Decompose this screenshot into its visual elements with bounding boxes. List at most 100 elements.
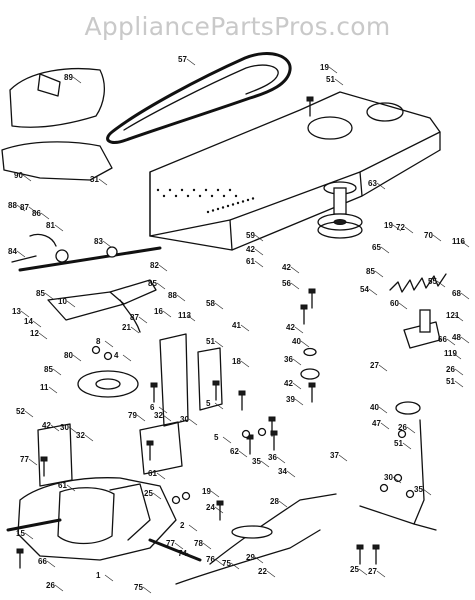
callout-54: 54 [360, 285, 369, 294]
callout-113: 113 [178, 311, 191, 320]
callout-leader [22, 174, 32, 182]
callout-72: 72 [396, 223, 405, 232]
bolt-head [216, 500, 224, 506]
callout-31: 31 [90, 175, 99, 184]
callout-leader [254, 260, 264, 268]
frame-hole [234, 194, 238, 198]
callout-12: 12 [30, 329, 39, 338]
callout-35: 35 [414, 485, 423, 494]
frame-hole [228, 188, 232, 192]
frame-hole [206, 210, 210, 214]
callout-16: 16 [154, 307, 163, 316]
callout-27: 27 [370, 361, 379, 370]
callout-40: 40 [292, 337, 301, 346]
callout-leader [460, 336, 470, 344]
callout-leader [210, 490, 220, 498]
frame-cutout-right [366, 102, 404, 122]
bolt-head [212, 380, 220, 386]
callout-leader [452, 352, 462, 360]
callout-88: 88 [8, 201, 17, 210]
frame-hole [186, 194, 190, 198]
callout-75: 75 [222, 559, 231, 568]
callout-leader [278, 500, 288, 508]
control-rod-cross [359, 505, 415, 525]
callout-leader [152, 492, 162, 500]
callout-85: 85 [366, 267, 375, 276]
callout-19: 19 [202, 487, 211, 496]
callout-leader [122, 354, 132, 362]
callout-81: 81 [46, 221, 55, 230]
callout-leader [266, 570, 276, 578]
callout-63: 63 [368, 179, 377, 188]
callout-19: 19 [384, 221, 393, 230]
frame-cutout-left [307, 116, 353, 140]
left-bracket-plate [37, 423, 73, 487]
callout-leader [84, 434, 94, 442]
callout-25: 25 [144, 489, 153, 498]
callout-labels: 1245681011121314151618192122242526272829… [8, 55, 465, 592]
callout-57: 57 [178, 55, 187, 64]
callout-leader [66, 484, 76, 492]
callout-leader [290, 266, 300, 274]
callout-79: 79 [128, 411, 137, 420]
callout-26: 26 [46, 581, 55, 590]
callout-leader [214, 402, 224, 410]
callout-leader [32, 320, 42, 328]
frame-hole [168, 188, 172, 192]
callout-26: 26 [446, 365, 455, 374]
callout-leader [368, 288, 378, 296]
callout-51: 51 [446, 377, 455, 386]
callout-leader [454, 368, 464, 376]
callout-68: 68 [452, 289, 461, 298]
washer [241, 429, 251, 439]
frame-hole [246, 198, 250, 202]
callout-leader [104, 340, 114, 348]
callout-leader [254, 234, 264, 242]
callout-leader [290, 282, 300, 290]
drive-belt [106, 52, 292, 144]
callout-10: 10 [58, 297, 67, 306]
callout-18: 18 [232, 357, 241, 366]
callout-leader [380, 422, 390, 430]
control-rod-right [413, 419, 437, 531]
callout-77: 77 [166, 539, 175, 548]
deck-pulley-disc [77, 370, 139, 398]
bolt-head [150, 382, 158, 388]
callout-32: 32 [154, 411, 163, 420]
callout-56: 56 [282, 279, 291, 288]
callout-leader [46, 560, 56, 568]
bolt-head [300, 304, 308, 310]
rod-grip [231, 525, 273, 539]
watermark-text: AppliancePartsPros.com [84, 12, 391, 41]
frame-hole [156, 188, 160, 192]
callout-leader [158, 406, 168, 414]
callout-36: 36 [268, 453, 277, 462]
frame-hole [222, 194, 226, 198]
callout-1: 1 [96, 571, 101, 580]
callout-116: 116 [452, 237, 465, 246]
callout-28: 28 [270, 497, 279, 506]
callout-leader [136, 414, 146, 422]
callout-leader [454, 380, 464, 388]
frame-hole [211, 209, 215, 212]
callout-8: 8 [96, 337, 101, 346]
lower-bracket-plate [139, 421, 183, 475]
callout-61: 61 [246, 257, 255, 266]
callout-leader [72, 76, 82, 84]
callout-leader [376, 570, 386, 578]
callout-85: 85 [148, 279, 157, 288]
bolt-head [308, 382, 316, 388]
callout-leader [66, 300, 76, 308]
callout-30: 30 [180, 415, 189, 424]
callout-6: 6 [150, 403, 155, 412]
callout-leader [392, 476, 402, 484]
callout-leader [214, 340, 224, 348]
callout-leader [162, 310, 172, 318]
callout-leader [24, 532, 34, 540]
chassis-frame-edges [149, 131, 441, 251]
callout-leader [174, 542, 184, 550]
callout-leader [214, 558, 224, 566]
callout-leader [294, 398, 304, 406]
callout-34: 34 [278, 467, 287, 476]
callout-58: 58 [206, 299, 215, 308]
